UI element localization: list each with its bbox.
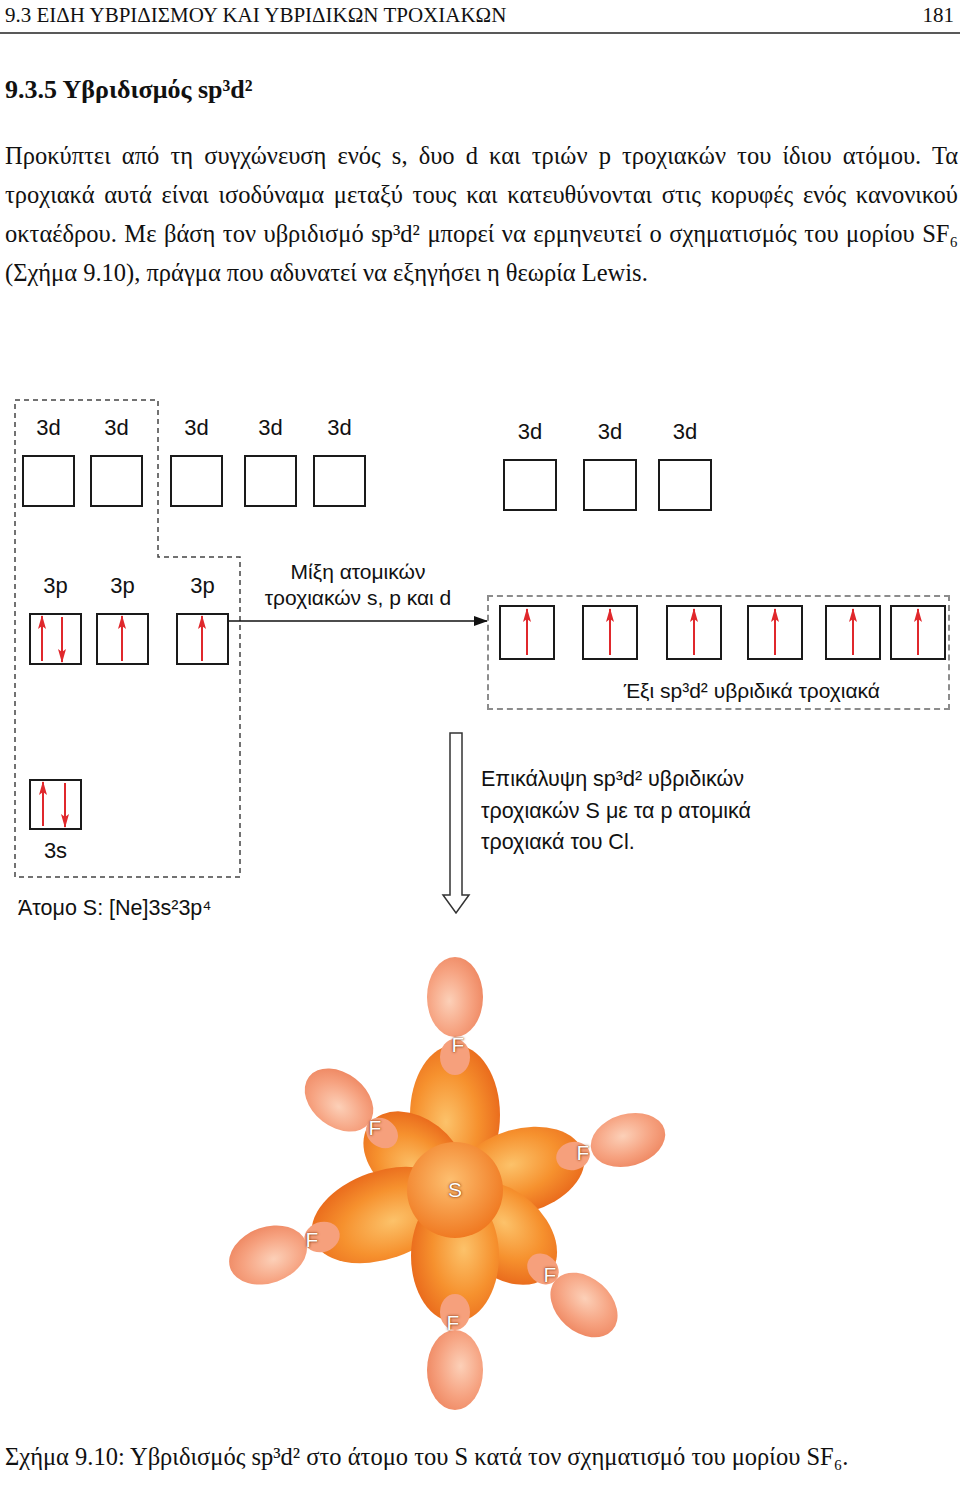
header-rule (0, 32, 960, 34)
orbital-square (170, 455, 223, 507)
electron-up (917, 609, 919, 655)
orbital-box: 3d (503, 419, 557, 511)
orbital-label: 3d (313, 415, 366, 441)
orbital-square (90, 455, 143, 507)
orbital-box: 3p (176, 573, 229, 665)
orbital-label: 3d (90, 415, 143, 441)
orbital-label: 3d (658, 419, 712, 445)
fluorine-lobe (427, 1330, 483, 1410)
section-heading: 9.3.5 Υβριδισμός sp³d² (5, 74, 253, 106)
orbital-box: 3s (29, 779, 82, 864)
fluorine-inner-lobe (553, 1138, 593, 1174)
hybrid-box (500, 606, 554, 659)
orbital-square (583, 459, 637, 511)
atom-symbol: F (369, 1116, 382, 1140)
hybrid-box (667, 606, 721, 659)
orbital-label: 3p (176, 573, 229, 599)
mixing-arrow (229, 620, 487, 622)
orbital-box: 3d (90, 415, 143, 507)
orbital-label: 3d (170, 415, 223, 441)
electron-up (41, 616, 43, 661)
running-header: 9.3 ΕΙΔΗ ΥΒΡΙΔΙΣΜΟΥ ΚΑΙ ΥΒΡΙΔΙΚΩΝ ΤΡΟΧΙΑ… (5, 3, 506, 27)
orbital-square (176, 613, 229, 665)
electron-down (61, 617, 63, 662)
sf6-molecule (221, 957, 672, 1410)
hybrid-box (748, 606, 802, 659)
page-number: 181 (923, 3, 955, 27)
atom-symbol: F (306, 1228, 319, 1252)
hybrid-box (891, 606, 945, 659)
orbital-square (29, 779, 82, 830)
fluorine-inner-lobe (521, 1247, 565, 1291)
overlap-note: Επικάλυψη sp³d² υβριδικών τροχιακών S με… (481, 764, 826, 859)
electron-up (201, 616, 203, 661)
orbital-box: 3d (658, 419, 712, 511)
fluorine-lobe (292, 1055, 385, 1144)
orbital-box: 3d (583, 419, 637, 511)
hybrid-orbital-group: Έξι sp³d² υβριδικά τροχιακά (487, 595, 950, 710)
orbital-box: 3p (96, 573, 149, 665)
electron-up (42, 782, 44, 826)
orbital-square (658, 459, 712, 511)
fluorine-inner-lobe (360, 1112, 404, 1155)
orbital-label: 3d (22, 415, 75, 441)
fluorine-lobe (427, 957, 483, 1037)
atom-symbol: F (577, 1141, 590, 1165)
orbital-square (29, 613, 82, 665)
group-caption: Έξι sp³d² υβριδικά τροχιακά (624, 678, 880, 704)
sulfur-core (407, 1142, 503, 1238)
fluorine-lobe (538, 1260, 631, 1351)
atom-configuration: Άτομο S: [Ne]3s²3p⁴ (18, 895, 212, 921)
fluorine-inner-lobe (300, 1217, 344, 1257)
hollow-down-arrow (443, 733, 469, 913)
orbital-label: 3s (29, 838, 82, 864)
electron-up (774, 609, 776, 655)
orbital-square (503, 459, 557, 511)
orbital-square (22, 455, 75, 507)
orbital-box: 3d (22, 415, 75, 507)
orbital-label: 3d (244, 415, 297, 441)
electron-up (609, 609, 611, 655)
fluorine-lobe (584, 1104, 671, 1175)
atom-symbol: F (447, 1311, 460, 1335)
orbital-box: 3p (29, 573, 82, 665)
body-paragraph: Προκύπτει από τη συγχώνευση ενός s, δυο … (5, 136, 958, 292)
atom-symbol: S (448, 1178, 462, 1202)
orbital-label: 3d (503, 419, 557, 445)
connectors (229, 621, 487, 622)
arrow-label: Μίξη ατομικών τροχιακών s, p και d (240, 559, 476, 611)
atom-outline (15, 400, 240, 877)
electron-up (852, 609, 854, 655)
orbital-label: 3d (583, 419, 637, 445)
figure-caption: Σχήμα 9.10: Υβριδισμός sp³d² στο άτομο τ… (5, 1439, 958, 1475)
hybrid-box (583, 606, 637, 659)
electron-up (526, 609, 528, 655)
orbital-label: 3p (96, 573, 149, 599)
electron-up (121, 616, 123, 661)
atom-symbol: F (452, 1033, 465, 1057)
orbital-square (244, 455, 297, 507)
orbital-box: 3d (313, 415, 366, 507)
hybrid-orbitals (500, 606, 945, 659)
orbital-box: 3d (170, 415, 223, 507)
orbital-label: 3p (29, 573, 82, 599)
fluorine-lobe (221, 1215, 315, 1294)
orbital-square (96, 613, 149, 665)
electron-up (693, 609, 695, 655)
orbital-square (313, 455, 366, 507)
atom-symbol: F (544, 1263, 557, 1287)
hybrid-box (826, 606, 880, 659)
electron-down (64, 783, 66, 827)
orbital-box: 3d (244, 415, 297, 507)
electron-arrows (42, 616, 202, 827)
